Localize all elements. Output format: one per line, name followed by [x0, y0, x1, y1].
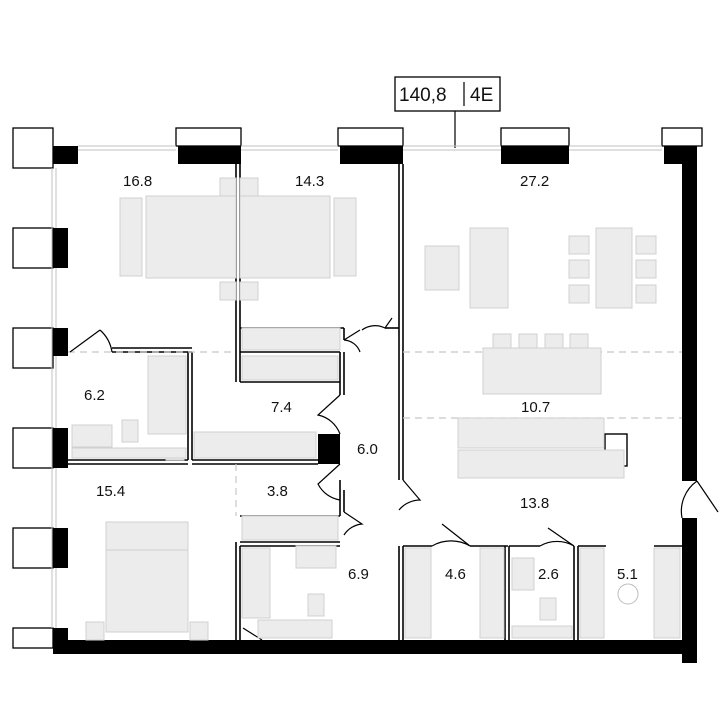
apartment-area: 140,8 — [399, 85, 447, 106]
walls — [53, 146, 697, 663]
room-area-closet-1: 3.8 — [267, 483, 288, 500]
room-area-wc: 2.6 — [538, 566, 559, 583]
room-area-kitchen: 10.7 — [521, 399, 550, 416]
room-area-laundry: 5.1 — [617, 566, 638, 583]
furniture — [71, 177, 681, 641]
facade-piers — [12, 127, 703, 649]
doors — [69, 317, 719, 641]
area-badge: 140,8 4E — [394, 76, 501, 148]
room-area-dressing-room: 7.4 — [271, 399, 292, 416]
room-area-bedroom-2: 14.3 — [295, 173, 324, 190]
room-area-bathroom-1: 6.2 — [84, 387, 105, 404]
room-area-hallway: 13.8 — [520, 495, 549, 512]
room-area-bedroom-3: 15.4 — [96, 483, 125, 500]
room-area-bathroom-2: 6.9 — [348, 566, 369, 583]
room-area-storage: 4.6 — [445, 566, 466, 583]
room-area-bedroom-1: 16.8 — [123, 173, 152, 190]
zone-dividers — [68, 351, 682, 516]
room-labels: 16.8 14.3 27.2 6.2 7.4 10.7 6.0 15.4 3.8… — [84, 173, 638, 583]
apartment-code: 4E — [470, 85, 493, 106]
room-area-corridor: 6.0 — [357, 441, 378, 458]
room-area-living-room: 27.2 — [520, 173, 549, 190]
